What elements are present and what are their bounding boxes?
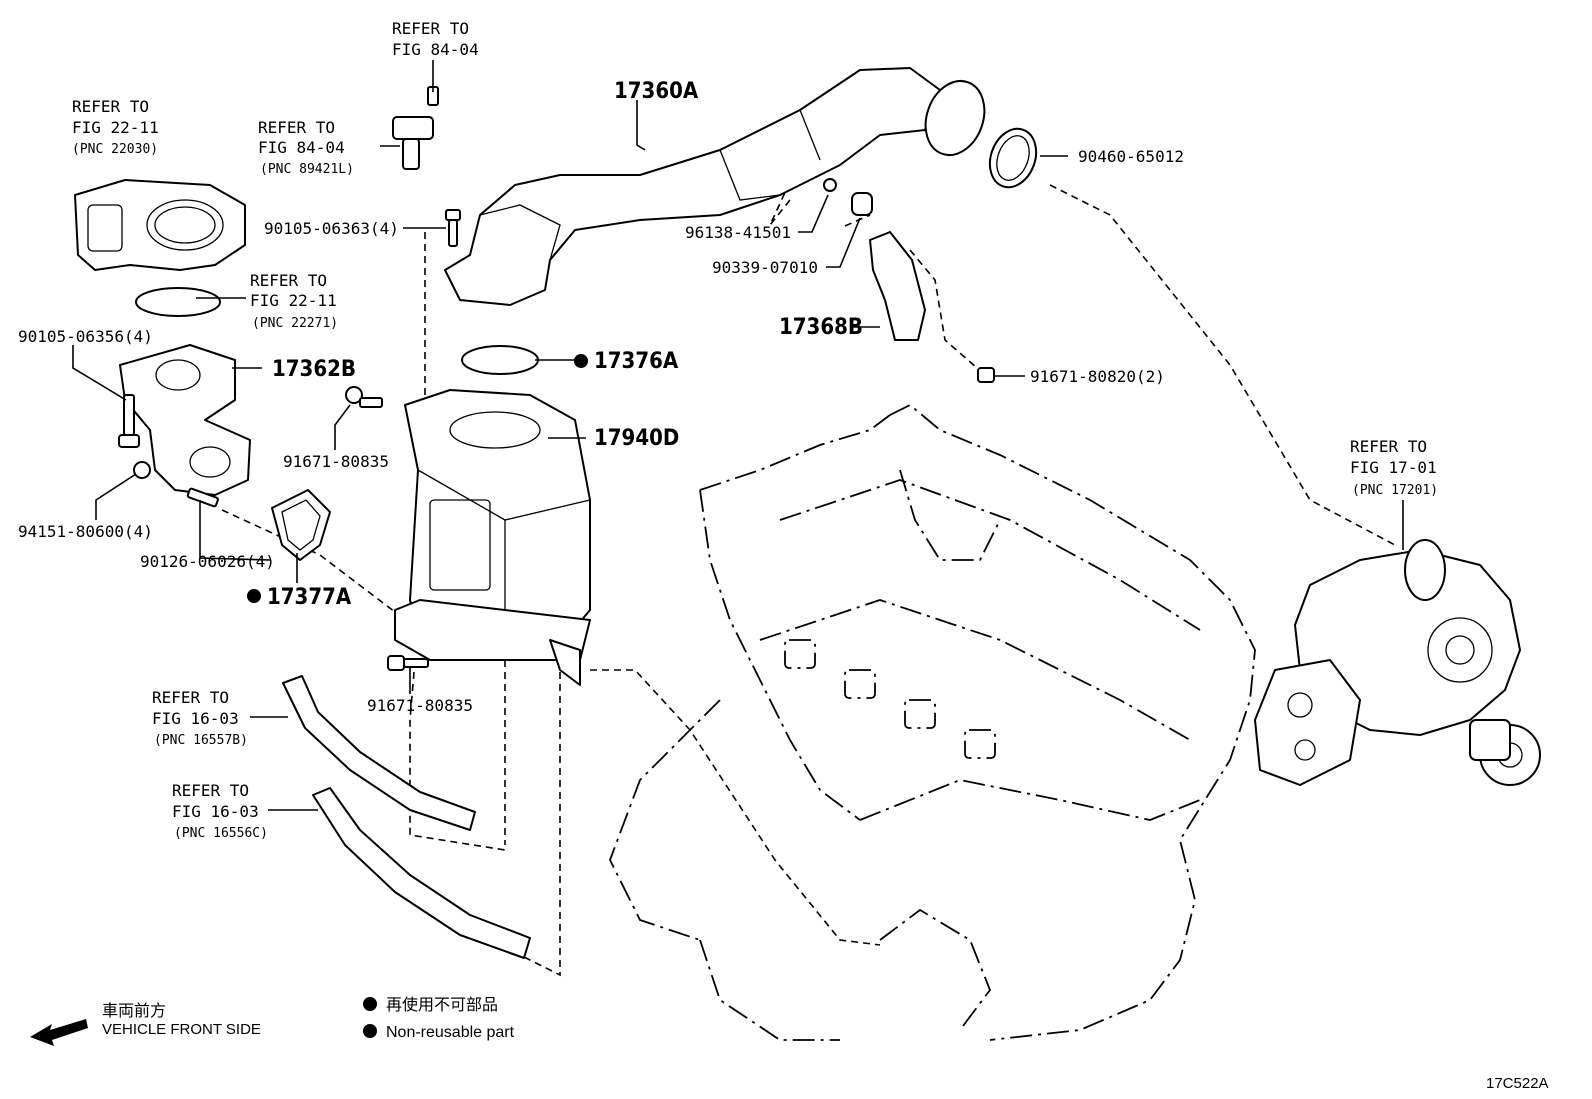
refer-label-16-03-hose-c: REFER TO FIG 16-03 (PNC 16556C): [172, 781, 268, 841]
refer-to-text: REFER TO: [392, 19, 469, 38]
pnc-ref-text: (PNC 16556C): [174, 826, 268, 841]
label-91671-80835-upper: 91671-80835: [283, 452, 389, 471]
intercooler-17940d: [394, 389, 591, 686]
bolt-90105-06356: [118, 394, 140, 448]
vehicle-front-arrow-icon: [30, 1019, 88, 1046]
vehicle-front-jp: 車両前方: [102, 1002, 166, 1020]
nut-94151-80600: [133, 461, 151, 479]
bolt-90105-06363: [445, 209, 461, 247]
label-17376a: 17376A: [594, 349, 679, 374]
pnc-ref-text: (PNC 22271): [252, 316, 338, 331]
refer-to-text: REFER TO: [152, 688, 229, 707]
label-90105-06356: 90105-06356(4): [18, 327, 153, 346]
gasket-17377a: [271, 489, 331, 561]
fig-ref-text: FIG 84-04: [258, 138, 345, 157]
fig-ref-text: FIG 22-11: [250, 291, 337, 310]
pnc-ref-text: (PNC 16557B): [154, 733, 248, 748]
label-91671-80820: 91671-80820(2): [1030, 367, 1165, 386]
gasket-ref-22271: [135, 287, 221, 317]
fig-ref-text: FIG 22-11: [72, 118, 159, 137]
refer-to-text: REFER TO: [72, 97, 149, 116]
clip-96138-41501: [823, 178, 837, 192]
figure-code: 17C522A: [1486, 1075, 1549, 1092]
pnc-ref-text: (PNC 89421L): [260, 162, 354, 177]
dashed-reference-lines: [221, 159, 1396, 977]
refer-label-22-11-throttle: REFER TO FIG 22-11 (PNC 22030): [72, 97, 159, 157]
non-reusable-dot-17376a: [574, 354, 588, 368]
label-90460-65012: 90460-65012: [1078, 147, 1184, 166]
refer-to-text: REFER TO: [1350, 437, 1427, 456]
pnc-ref-text: (PNC 22030): [72, 142, 158, 157]
fig-ref-text: FIG 84-04: [392, 40, 479, 59]
stud-90126-06026: [186, 487, 219, 508]
fig-ref-text: FIG 17-01: [1350, 458, 1437, 477]
label-94151-80600: 94151-80600(4): [18, 522, 153, 541]
label-17360a: 17360A: [614, 79, 699, 104]
sensor-ref-89421l: [392, 86, 439, 170]
refer-label-84-04-sensor: REFER TO FIG 84-04 (PNC 89421L): [258, 118, 354, 177]
gasket-17376a: [461, 345, 539, 375]
label-90105-06363: 90105-06363(4): [264, 219, 399, 238]
label-17940d: 17940D: [594, 426, 679, 451]
label-17368b: 17368B: [779, 315, 863, 340]
non-reusable-dot-17377a: [247, 589, 261, 603]
refer-label-17-01-turbo: REFER TO FIG 17-01 (PNC 17201): [1350, 437, 1438, 498]
label-17362b: 17362B: [272, 357, 356, 382]
engine-block-outline: [609, 403, 1256, 1041]
label-17377a: 17377A: [267, 585, 352, 610]
bolt-91671-80835-lower: [387, 655, 429, 671]
clamp-90460-65012: [988, 127, 1038, 189]
pnc-ref-text: (PNC 17201): [1352, 483, 1438, 498]
label-96138-41501: 96138-41501: [685, 223, 791, 242]
hose-ref-16556c: [312, 787, 531, 959]
intake-pipe-17360a: [444, 67, 986, 306]
bolt-91671-80820: [977, 367, 995, 383]
refer-label-22-11-gasket: REFER TO FIG 22-11 (PNC 22271): [250, 271, 338, 331]
turbocharger-ref-17201: [1254, 539, 1541, 786]
non-reusable-dot-icon: [363, 997, 377, 1011]
refer-label-84-04-top: REFER TO FIG 84-04: [392, 19, 479, 59]
refer-to-text: REFER TO: [250, 271, 327, 290]
non-reusable-jp: 再使用不可部品: [386, 996, 498, 1014]
refer-to-text: REFER TO: [172, 781, 249, 800]
legend: 車両前方 VEHICLE FRONT SIDE 再使用不可部品 Non-reus…: [30, 996, 515, 1046]
bolt-91671-80835-upper: [345, 386, 383, 408]
bracket-17362b: [119, 344, 251, 496]
hose-ref-16557b: [282, 675, 476, 831]
refer-to-text: REFER TO: [258, 118, 335, 137]
hose-90339-07010: [851, 192, 873, 216]
fig-ref-text: FIG 16-03: [152, 709, 239, 728]
non-reusable-dot-icon: [363, 1024, 377, 1038]
label-90339-07010: 90339-07010: [712, 258, 818, 277]
bracket-17368b: [869, 231, 926, 341]
fig-ref-text: FIG 16-03: [172, 802, 259, 821]
vehicle-front-en: VEHICLE FRONT SIDE: [102, 1021, 261, 1038]
label-91671-80835-lower: 91671-80835: [367, 696, 473, 715]
labels: REFER TO FIG 84-04 REFER TO FIG 22-11 (P…: [18, 19, 1438, 841]
label-90126-06026: 90126-06026(4): [140, 552, 275, 571]
non-reusable-en: Non-reusable part: [386, 1024, 515, 1041]
refer-label-16-03-hose-b: REFER TO FIG 16-03 (PNC 16557B): [152, 688, 248, 748]
leader-lines: [72, 60, 1404, 811]
throttle-body-ref-22030: [74, 179, 246, 271]
